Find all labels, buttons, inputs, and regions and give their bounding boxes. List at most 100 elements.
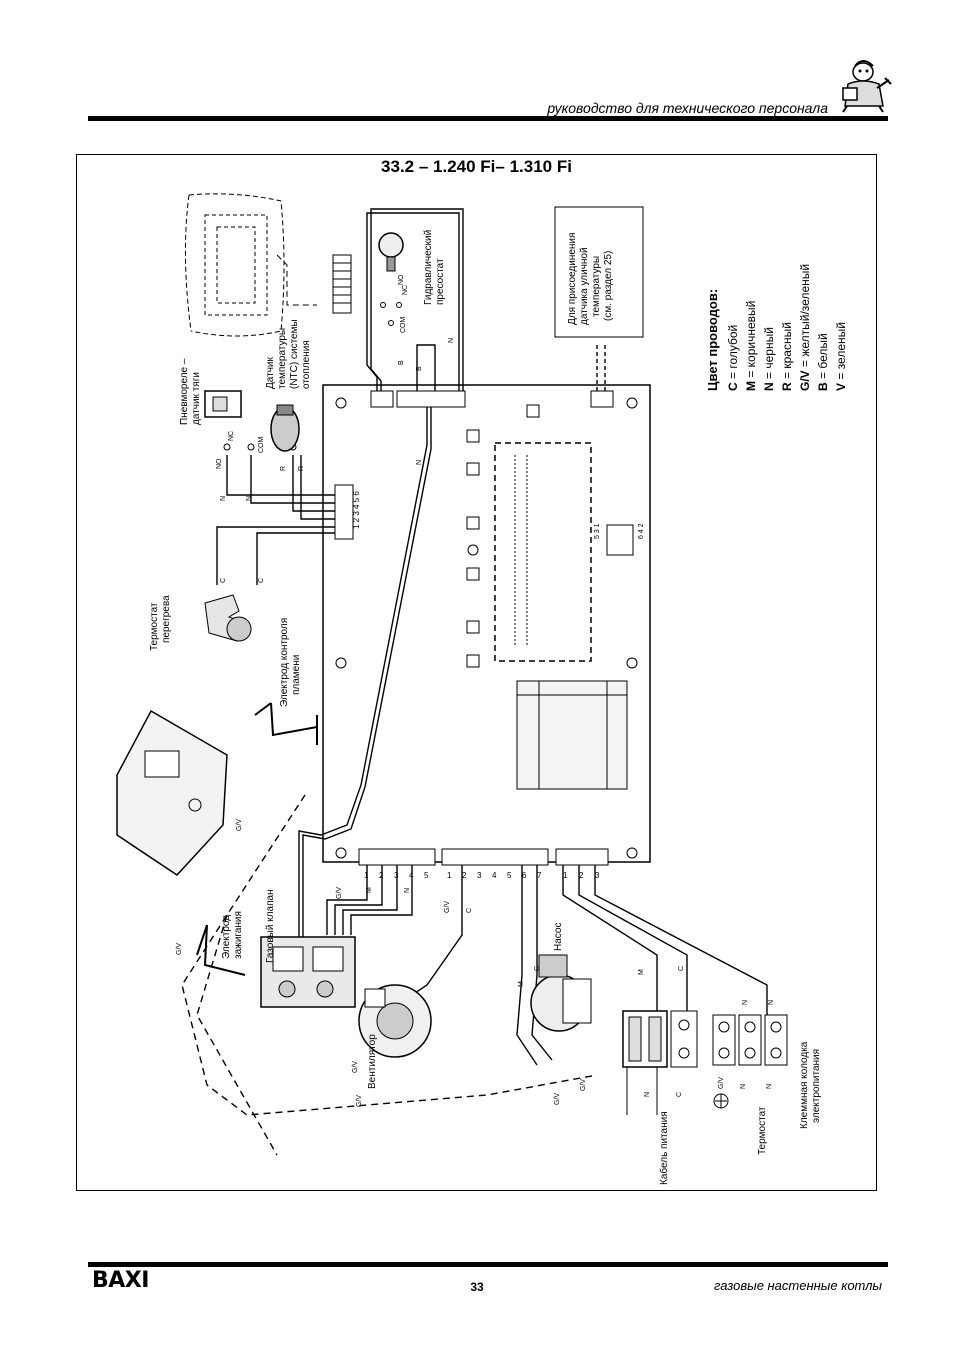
conn-three-pin-2: 2 [579,871,584,880]
label-flame-electrode-1: Электрод контроля [279,618,290,707]
code-gv-5: G/V [352,1061,359,1073]
label-power-cable: Кабель питания [658,1111,670,1185]
conn-seven-pin-7: 7 [537,871,542,880]
code-gv-9: G/V [718,1077,725,1089]
code-c-4: C [534,966,541,971]
footer-text: газовые настенные котлы [714,1278,882,1293]
code-gv-4: G/V [176,943,183,955]
label-ntc-2: температуры [277,328,288,389]
code-com-2: COM [400,317,407,334]
header-text: руководство для технического персонала [547,100,828,116]
code-m-2: M [518,981,525,987]
code-r-2: R [298,466,305,471]
remote-control-sketch [184,193,285,337]
code-n-1: N [220,496,227,501]
code-r-1: R [280,466,287,471]
code-m-1: M [366,887,373,893]
legend-item-3: R = красный [780,322,794,391]
label-overheat-2: перегрева [161,595,172,643]
ignition-electrode [196,924,246,976]
conn-seven-pin-2: 2 [462,871,467,880]
code-gv-2: G/V [444,901,451,913]
footer-rule [88,1262,888,1267]
conn-seven-pin-1: 1 [447,871,452,880]
label-ignition-electrode-2: зажигания [233,911,244,959]
header-rule [88,116,888,121]
code-gv-8: G/V [580,1079,587,1091]
label-terminal-block-2: электропитания [811,1049,822,1123]
code-c-5: C [678,966,685,971]
legend-item-6: V = зеленый [834,322,848,391]
code-no-2: NO [398,274,405,285]
conn-seven-pin-5: 5 [507,871,512,880]
label-outdoor-3: температуры [591,256,602,317]
label-flame-electrode-2: пламени [291,655,302,695]
label-terminal-block-1: Клеммная колодка [799,1041,810,1129]
wire-color-legend: Цвет проводов: C = голубой M = коричневы… [705,264,848,391]
code-gv-1: G/V [336,887,343,899]
terminal-strip [276,254,352,314]
code-nc-1: NC [228,431,235,441]
small-connector-top-numbers: 5 3 1 [594,523,601,539]
code-c-2: C [258,578,265,583]
conn-five-pin-5: 5 [424,871,429,880]
label-outdoor-1: Для присоединения [567,233,578,325]
top-connectors: 1 2 3 4 5 6 [334,390,614,540]
conn-three-pin-3: 3 [595,871,600,880]
label-ntc-3: (NTC) системы [289,319,300,389]
legend-item-5: B = белый [816,333,830,391]
small-connector-bottom-numbers: 6 4 2 [638,523,645,539]
pump [530,954,592,1032]
gas-valve [260,936,356,1008]
label-thermostat: Термостат [757,1106,768,1155]
label-ntc-4: отопления [301,340,312,389]
code-nc-2: NC [402,285,409,295]
code-n-8: N [644,1092,651,1097]
flame-electrode [254,702,318,745]
conn-three-pin-1: 1 [563,871,568,880]
code-n-6: N [742,1000,749,1005]
legend-title: Цвет проводов: [705,289,720,391]
conn-seven-pin-6: 6 [522,871,527,880]
legend-item-4: G/V = желтый/зеленый [798,264,812,391]
control-board: 5 3 1 6 4 2 [322,384,651,863]
code-com-1: COM [258,437,265,454]
label-pump: Насос [553,923,564,951]
baxi-logo: BAXI [92,1268,149,1293]
legend-item-2: N = черный [762,327,776,391]
code-no-1: NO [216,458,223,469]
diagram-frame: 33.2 – 1.240 Fi– 1.310 Fi [76,154,877,1191]
label-fan: Вентилятор [367,1034,378,1089]
legend-item-0: C = голубой [726,325,740,391]
power-terminal-block [622,1010,788,1115]
code-c-6: C [676,1092,683,1097]
label-ignition-electrode-1: Электрод [221,915,232,959]
code-gv-7: G/V [554,1093,561,1105]
code-c-3: C [466,908,473,913]
conn-seven-pin-3: 3 [477,871,482,880]
label-hydraulic-1: Гидравлический [423,230,434,305]
code-b-2: B [416,366,423,371]
fan [358,984,432,1058]
wire-code-labels: NO NC COM N N R R C C B NC COM NO B N N … [176,274,775,1107]
six-pin-connector-numbers: 1 2 3 4 5 6 [352,491,361,529]
code-c-1: C [220,578,227,583]
diagram-title: 33.2 – 1.240 Fi– 1.310 Fi [381,157,572,176]
code-gv-3: G/V [236,819,243,831]
code-n-5: N [404,888,411,893]
label-ntc-1: Датчик [265,357,276,389]
code-b-1: B [398,360,405,365]
label-air-pressure-switch-1: Пневмореле – [179,358,190,425]
label-hydraulic-2: пресостат [435,258,446,305]
ntc-sensor [270,404,300,452]
combustion-chamber [116,709,228,876]
component-labels: Пневмореле – датчик тяги Датчик температ… [149,230,822,1185]
wiring-diagram: 5 3 1 6 4 2 1 2 3 4 5 6 1 2 3 4 5 1 2 3 … [116,193,848,1185]
label-outdoor-2: датчика уличной [579,247,590,325]
legend-item-1: M = коричневый [744,301,758,391]
hydraulic-pressure-switch [378,232,404,326]
code-n-9: N [740,1084,747,1089]
code-n-10: N [766,1084,773,1089]
wires [181,208,768,1156]
code-n-3: N [448,338,455,343]
